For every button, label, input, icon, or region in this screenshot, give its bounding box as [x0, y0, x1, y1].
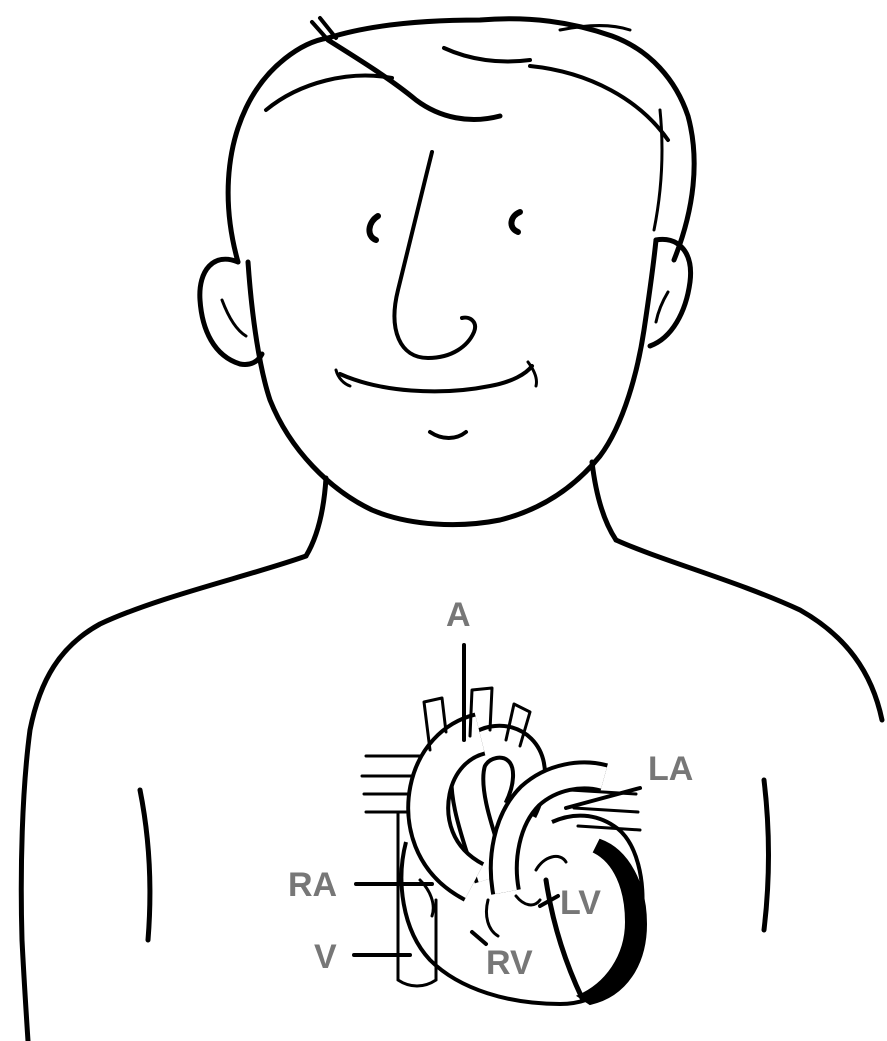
label-right-ventricle: RV — [486, 944, 533, 982]
left-eye — [369, 216, 378, 240]
neck-right — [592, 462, 616, 540]
label-left-atrium: LA — [648, 750, 693, 788]
right-eye — [511, 212, 520, 232]
chin — [430, 432, 466, 438]
neck-left — [306, 478, 326, 556]
left-arm-crease — [140, 790, 150, 940]
pointer-right-ventricle — [472, 932, 486, 944]
right-shoulder — [616, 540, 882, 720]
label-aorta: A — [446, 596, 471, 634]
right-arm-crease — [764, 780, 769, 930]
label-right-atrium: RA — [288, 866, 337, 904]
nose — [395, 152, 476, 358]
label-vena-cava: V — [314, 938, 337, 976]
label-left-ventricle: LV — [560, 884, 601, 922]
left-ventricle-wall — [578, 840, 646, 1004]
left-shoulder — [21, 556, 306, 1041]
mouth — [340, 366, 532, 391]
